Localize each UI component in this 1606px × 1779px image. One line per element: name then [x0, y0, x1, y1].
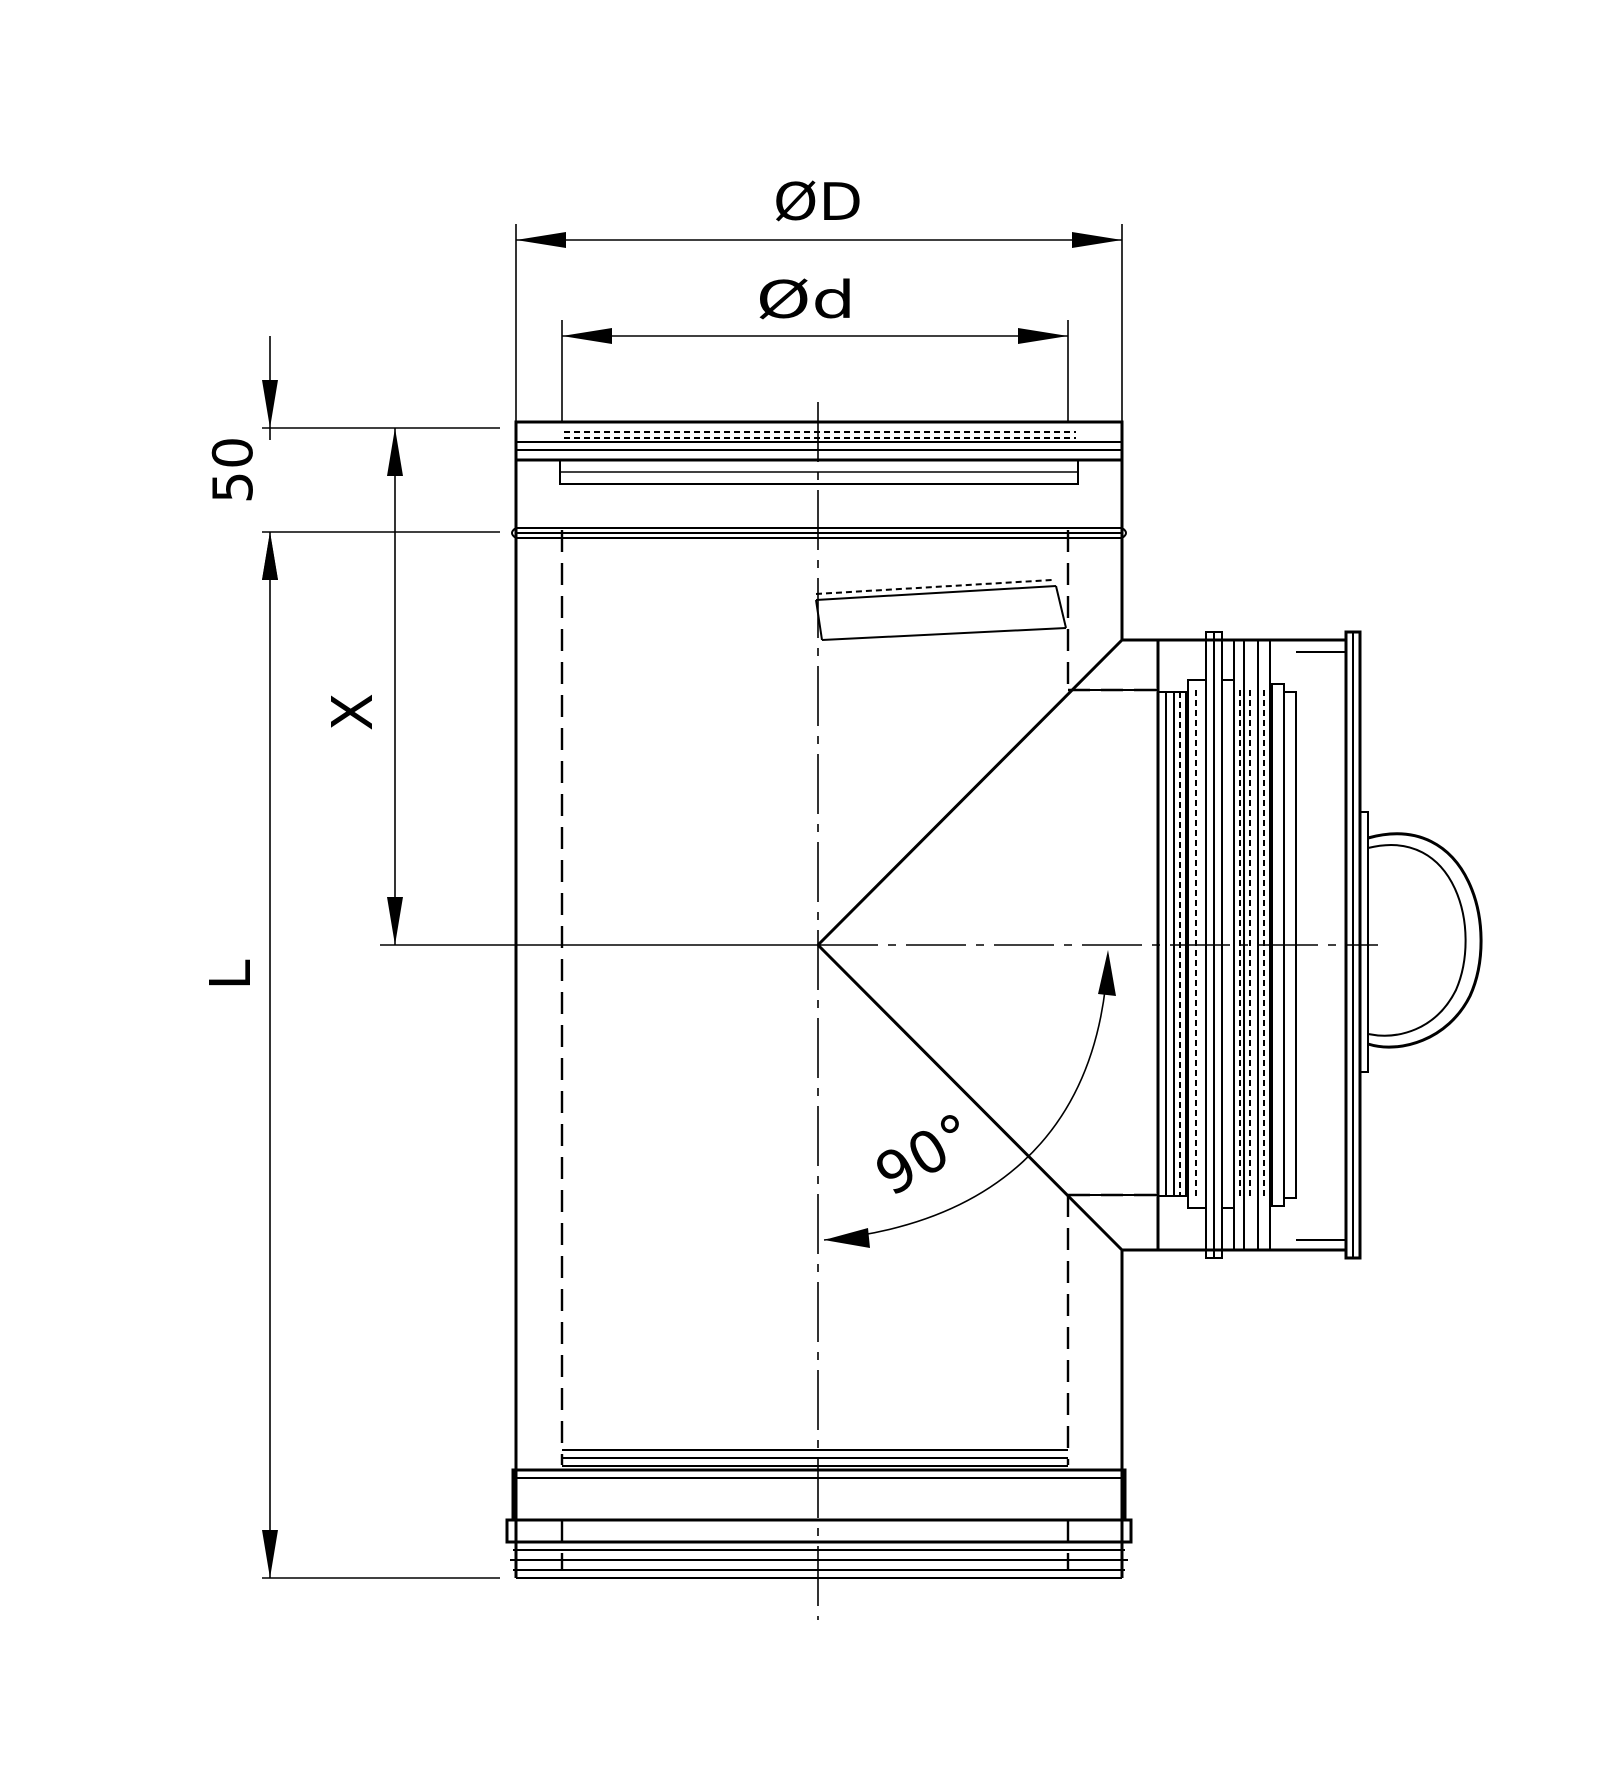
dimension-outer-diameter: ØD: [515, 173, 1123, 422]
inner-diameter-label: Ød: [756, 271, 856, 331]
internal-flap: [815, 579, 1067, 641]
dimension-top-offset: 50: [202, 336, 500, 580]
length-label: L: [199, 959, 264, 990]
main-pipe-body: [514, 422, 1124, 1578]
bottom-collar: [505, 1449, 1133, 1579]
branch-outlet: [816, 638, 1158, 1252]
centerlines: [380, 402, 1378, 1620]
outer-diameter-label: ØD: [773, 173, 863, 233]
dimension-length: L: [199, 532, 500, 1579]
dimension-inner-diameter: Ød: [561, 271, 1069, 422]
top-collar: [511, 420, 1127, 539]
branch-offset-label: X: [321, 693, 386, 731]
angle-label: 90°: [863, 1100, 986, 1210]
dimension-branch-offset: X: [321, 428, 403, 945]
top-offset-label: 50: [202, 436, 265, 505]
